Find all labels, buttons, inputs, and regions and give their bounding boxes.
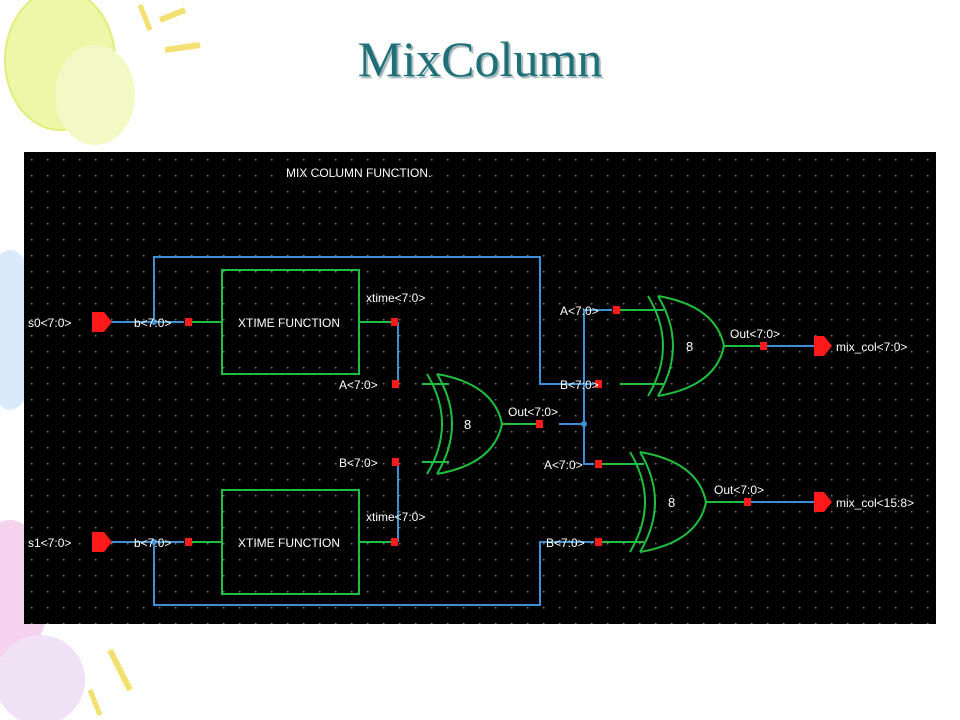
input-pin-s1 [92, 532, 112, 552]
wires [110, 256, 814, 606]
xtime0-in-pin-label: b<7:0> [134, 316, 171, 330]
pin-xor0-out [536, 420, 543, 428]
xor2-width: 8 [668, 495, 675, 510]
output-pin-mix-col-1 [814, 492, 832, 512]
pin-xor2-out [744, 498, 751, 506]
xtime0-out-pin-label: xtime<7:0> [366, 291, 425, 305]
schematic-svg: MIX COLUMN FUNCTION. [24, 152, 936, 624]
pin-xor2-a [595, 460, 602, 468]
input-label-s1: s1<7:0> [28, 536, 71, 550]
xor0-a-label: A<7:0> [339, 378, 378, 392]
xor2-b-label: B<7:0> [546, 536, 585, 550]
pin-xor2-b [595, 538, 602, 546]
junction-xor0-out [581, 421, 587, 427]
input-label-s0: s0<7:0> [28, 316, 71, 330]
output-label-mix-col-0: mix_col<7:0> [836, 340, 907, 354]
xtime1-in-pin-label: b<7:0> [134, 536, 171, 550]
xor0-out-label: Out<7:0> [508, 405, 558, 419]
pin-xtime0-in [185, 318, 192, 326]
balloon-decoration-top-left [4, 0, 201, 145]
xor-gate-2 [602, 451, 744, 553]
pin-xtime1-in [185, 538, 192, 546]
schematic-title: MIX COLUMN FUNCTION. [286, 166, 431, 180]
xor-gate-1 [620, 295, 760, 397]
pin-xor0-a [392, 380, 399, 388]
labels: s0<7:0> s1<7:0> b<7:0> b<7:0> XTIME FUNC… [28, 291, 914, 550]
xor-gate-0 [422, 373, 536, 475]
xor2-a-label: A<7:0> [544, 458, 583, 472]
output-pin-mix-col-0 [814, 336, 832, 356]
xor1-out-label: Out<7:0> [730, 327, 780, 341]
xor2-out-label: Out<7:0> [714, 483, 764, 497]
pin-xtime1-out [391, 538, 398, 546]
junction-s0 [151, 319, 157, 325]
xor1-a-label: A<7:0> [560, 304, 599, 318]
pin-xor1-out [760, 342, 767, 350]
wire-junctions [151, 319, 587, 545]
pin-xor1-a [613, 306, 620, 314]
xor1-width: 8 [686, 339, 693, 354]
slide-title: MixColumn [357, 31, 603, 87]
wire-xor0-out-bus [583, 310, 594, 465]
input-pin-s0 [92, 312, 112, 332]
schematic-canvas: MIX COLUMN FUNCTION. [24, 152, 936, 624]
gates [189, 269, 760, 595]
pin-xtime0-out [391, 318, 398, 326]
xor0-width: 8 [464, 417, 471, 432]
pin-xor1-b [595, 380, 602, 388]
junction-s1 [151, 539, 157, 545]
pins [92, 306, 832, 552]
xor1-b-label: B<7:0> [560, 378, 599, 392]
wire-s0-to-xor1-b [153, 256, 594, 385]
schematic-grid [24, 152, 936, 624]
xor0-b-label: B<7:0> [339, 456, 378, 470]
xtime1-name: XTIME FUNCTION [238, 536, 340, 550]
xtime0-name: XTIME FUNCTION [238, 316, 340, 330]
xtime1-out-pin-label: xtime<7:0> [366, 510, 425, 524]
output-label-mix-col-1: mix_col<15:8> [836, 496, 914, 510]
wire-s1-to-xor2-b [153, 541, 594, 606]
pin-xor0-b [392, 458, 399, 466]
